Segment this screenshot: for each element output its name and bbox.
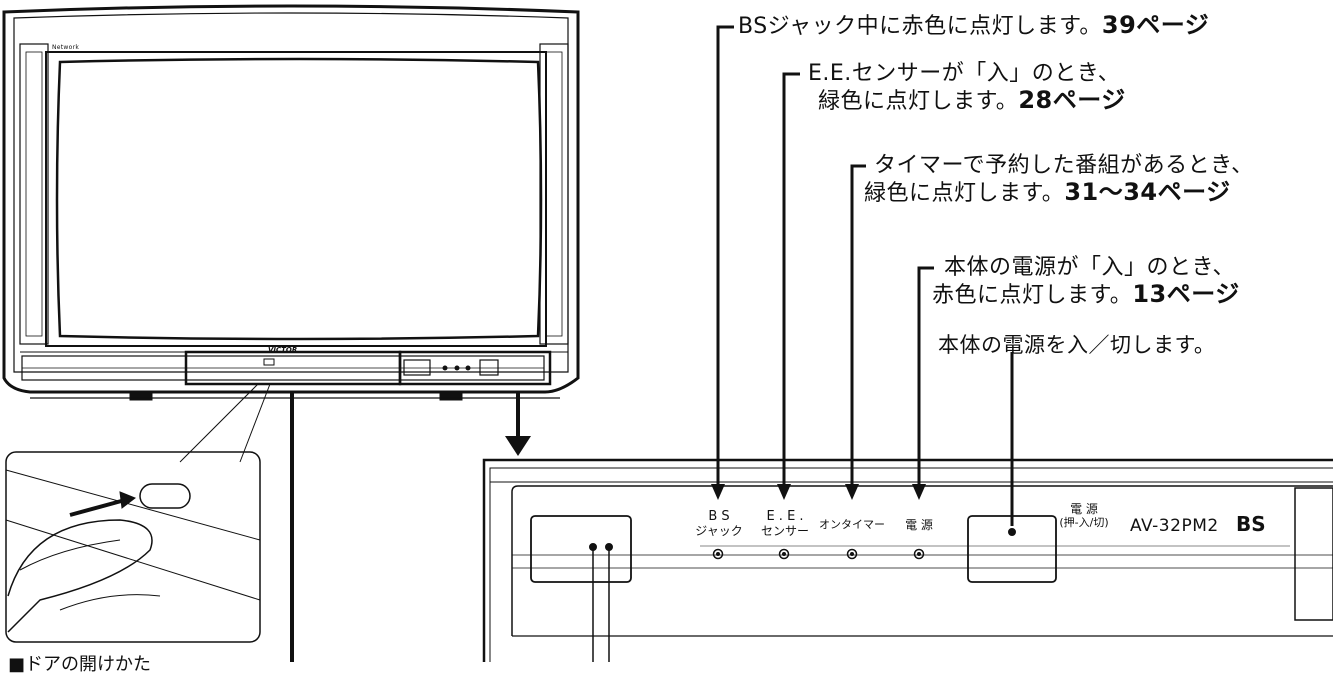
panel-label-ee-sensor: E . E . センサー bbox=[756, 509, 814, 539]
bs-logo: BS bbox=[1236, 512, 1266, 536]
callout-ee-sensor: E.E.センサーが「入」のとき、 緑色に点灯します。28ページ bbox=[808, 60, 1126, 115]
callout-timer-page: 31～34ページ bbox=[1064, 178, 1231, 206]
callout-bs-text: BSジャック中に赤色に点灯します。 bbox=[738, 14, 1102, 39]
door-opening-caption: ■ドアの開けかた bbox=[8, 654, 152, 675]
leader-lines bbox=[716, 25, 1014, 526]
callout-power-switch: 本体の電源を入／切します。 bbox=[938, 333, 1216, 357]
callout-bs-jack: BSジャック中に赤色に点灯します。39ページ bbox=[738, 12, 1209, 40]
diagram-drawing bbox=[2, 4, 1333, 662]
panel-label-power: 電 源 bbox=[905, 518, 933, 532]
callout-ee-line2-wrap: 緑色に点灯します。28ページ bbox=[818, 87, 1126, 115]
tv-brand-label: Network bbox=[52, 44, 80, 51]
tv-logo: VICTOR bbox=[268, 346, 298, 354]
panel-label-power-switch: 電 源 (押-入/切) bbox=[1052, 502, 1116, 530]
callout-power-page: 13ページ bbox=[1132, 280, 1240, 308]
door-inset bbox=[5, 383, 271, 643]
panel-ee-top: E . E . bbox=[766, 509, 804, 524]
panel-ee-bottom: センサー bbox=[760, 524, 809, 538]
callout-ee-page: 28ページ bbox=[1018, 86, 1126, 114]
callout-ee-line1: E.E.センサーが「入」のとき、 bbox=[808, 61, 1121, 86]
panel-label-bs-jack: B S ジャック bbox=[693, 509, 745, 539]
callout-power-line2-wrap: 赤色に点灯します。13ページ bbox=[932, 281, 1240, 309]
panel-label-ontimer: オンタイマー bbox=[819, 518, 885, 531]
callout-timer-line2-wrap: 緑色に点灯します。31～34ページ bbox=[864, 179, 1254, 207]
panel-switch-bottom: (押-入/切) bbox=[1059, 516, 1109, 529]
callout-power-line2: 赤色に点灯します。 bbox=[932, 283, 1133, 308]
panel-bs-top: B S bbox=[708, 509, 730, 524]
callout-ontimer: タイマーで予約した番組があるとき、 緑色に点灯します。31～34ページ bbox=[864, 152, 1254, 207]
callout-timer-line1: タイマーで予約した番組があるとき、 bbox=[874, 153, 1254, 178]
callout-power-led: 本体の電源が「入」のとき、 赤色に点灯します。13ページ bbox=[932, 254, 1240, 309]
leader-arrowheads bbox=[711, 484, 926, 500]
model-number: AV-32PM2 bbox=[1130, 516, 1219, 536]
tv-illustration bbox=[2, 4, 580, 401]
callout-power-line1: 本体の電源が「入」のとき、 bbox=[944, 255, 1235, 280]
callout-bs-page: 39ページ bbox=[1101, 11, 1210, 39]
panel-switch-top: 電 源 bbox=[1070, 502, 1098, 516]
front-panel-drawing bbox=[482, 458, 1333, 662]
callout-timer-line2: 緑色に点灯します。 bbox=[864, 181, 1065, 206]
panel-bs-bottom: ジャック bbox=[695, 524, 743, 538]
callout-ee-line2: 緑色に点灯します。 bbox=[818, 89, 1019, 114]
